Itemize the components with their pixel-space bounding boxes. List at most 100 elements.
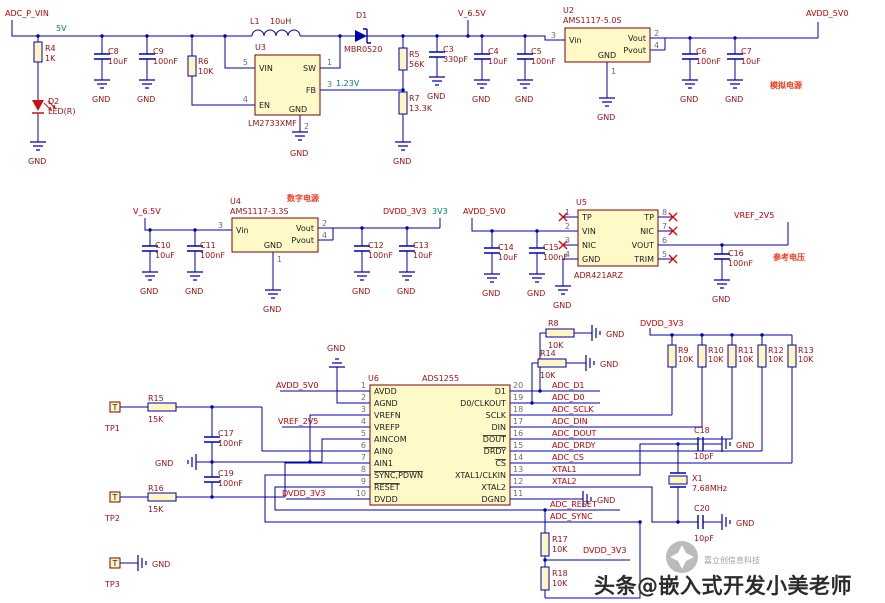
label-4: 4 [565, 250, 570, 259]
junction-dot [308, 460, 312, 464]
resistor-body [540, 566, 550, 591]
label-8: 8 [662, 208, 667, 217]
label-20: 20 [513, 381, 523, 390]
label-nic: NIC [640, 227, 654, 236]
wire [144, 218, 232, 231]
label-gnd: GND [472, 95, 490, 104]
label-1: 1 [327, 58, 332, 67]
junction-dot [401, 34, 405, 38]
no-erc-x-icon [668, 226, 678, 236]
junction-dot [760, 333, 764, 337]
label-r13: R13 [798, 346, 814, 355]
section-title-reference-voltage: 参考电压 [772, 252, 805, 262]
resistor-body [545, 328, 575, 338]
capacitor-plates [697, 515, 704, 529]
label-18: 18 [513, 405, 523, 414]
label-11: 11 [513, 489, 523, 498]
label-r17: R17 [552, 535, 568, 544]
label-10k: 10K [548, 341, 564, 350]
u5-designator: U5 [576, 198, 587, 207]
label-c3: C3 [443, 45, 454, 54]
label-r16: R16 [148, 484, 164, 493]
net-label-avdd-5v0: AVDD_5V0 [806, 9, 848, 18]
junction-dot [210, 460, 214, 464]
label-gnd: GND [736, 519, 754, 528]
label-10k: 10K [540, 371, 556, 380]
junction-dot [538, 389, 542, 393]
no-erc-x-icon [558, 212, 568, 222]
label-100nf: 100nF [543, 253, 568, 262]
label-gnd: GND [597, 496, 615, 505]
label-gnd: GND [736, 441, 754, 450]
label-10k: 10K [708, 355, 724, 364]
testpoint-icon [109, 401, 121, 413]
label-100nf: 100nF [200, 251, 225, 260]
label-dvdd-3v3: DVDD_3V3 [282, 489, 325, 498]
resistor-body [787, 344, 797, 368]
resistor-body [147, 492, 177, 502]
crystal-plates [670, 472, 686, 488]
x1-designator: X1 [692, 474, 703, 483]
label-c5: C5 [531, 47, 542, 56]
capacitor-plates [187, 245, 203, 252]
resistor-body [537, 358, 567, 368]
label-10: 10 [356, 489, 366, 498]
wire [284, 462, 370, 497]
u3-designator: U3 [255, 43, 266, 52]
label-r7: R7 [409, 94, 420, 103]
net-label-adc-cs: ADC_CS [552, 453, 584, 462]
junction-dot [720, 243, 724, 247]
capacitor-plates [697, 437, 704, 451]
wire [261, 407, 370, 452]
label-agnd: AGND [374, 399, 398, 408]
param-1v23: 1.23V [336, 79, 360, 88]
label-vin: Vin [569, 36, 582, 45]
section-title-digital-power: 数字电源 [287, 193, 319, 203]
gnd-symbol-icon [585, 355, 595, 371]
label-vin: VIN [259, 64, 273, 73]
label-gnd: GND [725, 95, 743, 104]
label-sclk: SCLK [486, 411, 507, 420]
label-dvdd-3v3: DVDD_3V3 [583, 546, 626, 555]
label-v-6-5v: V_6.5V [133, 207, 161, 216]
label-aincom: AINCOM [374, 435, 407, 444]
label-r9: R9 [678, 346, 689, 355]
label-sync-pdwn: SYNC,PDWN [374, 471, 423, 480]
label-fb: FB [306, 86, 316, 95]
label-c20: C20 [694, 504, 710, 513]
label-t: T [112, 493, 118, 502]
label-c19: C19 [218, 469, 234, 478]
led-arrowhead [52, 104, 56, 109]
label-vin: VIN [582, 227, 596, 236]
junction-dot [733, 36, 737, 40]
label-tp: TP [643, 213, 654, 222]
label-gnd: GND [155, 459, 173, 468]
u2-designator: U2 [563, 6, 574, 15]
label-vin: Vin [236, 226, 249, 235]
gnd-symbol-icon [721, 436, 731, 452]
junction-dot [490, 229, 494, 233]
label-330pf: 330pF [443, 55, 468, 64]
gnd-symbol-icon [187, 454, 197, 470]
u5-part-number: ADR421ARZ [574, 271, 623, 280]
capacitor-plates [204, 436, 220, 443]
junction-dot [338, 34, 342, 38]
label-r6: R6 [198, 57, 209, 66]
label-2: 2 [654, 29, 659, 38]
label-c16: C16 [728, 249, 744, 258]
no-erc-x-icon [668, 212, 678, 222]
label-t: T [112, 403, 118, 412]
junction-dot [543, 508, 547, 512]
label-gnd: GND [152, 560, 170, 569]
net-label-xtal1: XTAL1 [552, 465, 577, 474]
net-label-adc-dout: ADC_DOUT [552, 429, 597, 438]
label-c13: C13 [413, 241, 429, 250]
label-1: 1 [277, 255, 282, 264]
net-label-adc-p-vin: ADC_P_VIN [5, 9, 49, 18]
net-label-adc-d0: ADC_D0 [552, 393, 584, 402]
junction-dot [523, 34, 527, 38]
label-3: 3 [327, 80, 332, 89]
label-4: 4 [243, 95, 248, 104]
